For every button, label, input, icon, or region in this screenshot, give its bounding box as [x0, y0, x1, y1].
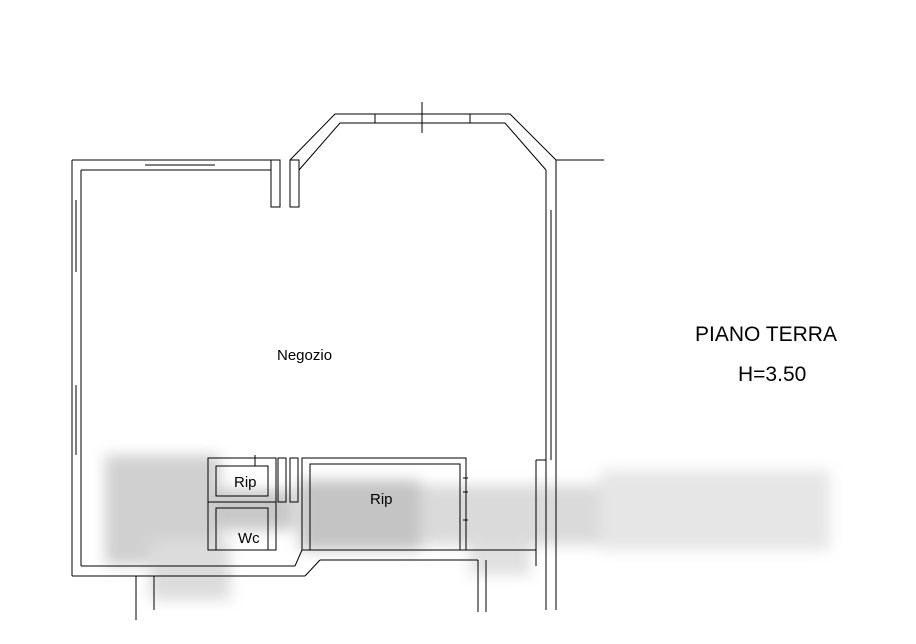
outer-walls [71, 102, 604, 620]
redaction-blur [105, 455, 830, 600]
floor-height: H=3.50 [738, 363, 806, 386]
room-label-storage-large: Rip [370, 491, 393, 508]
room-label-shop: Negozio [277, 347, 332, 364]
floor-title: PIANO TERRA [695, 323, 837, 346]
room-label-wc: Wc [238, 530, 260, 547]
inner-walls [207, 455, 468, 551]
room-label-storage-small: Rip [234, 474, 257, 491]
